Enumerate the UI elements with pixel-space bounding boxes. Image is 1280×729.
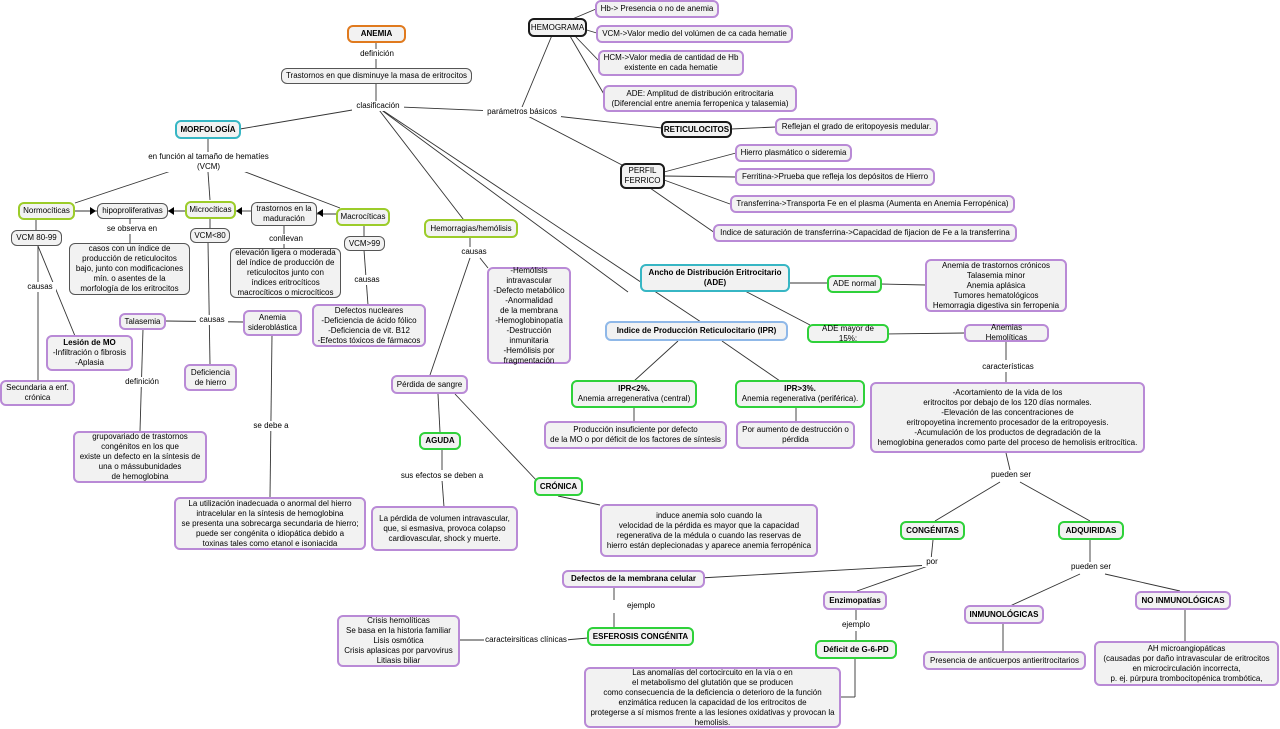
label-caracteristicas-clinicas: caracteirsiticas clínicas xyxy=(484,635,568,645)
node-produccion-insuficiente[interactable]: Producción insuficiente por defecto de l… xyxy=(544,421,727,449)
node-ade-normal[interactable]: ADE normal xyxy=(827,275,882,293)
node-aguda-def[interactable]: La pérdida de volumen intravascular, que… xyxy=(371,506,518,551)
node-vcm-def[interactable]: VCM->Valor medio del volúmen de ca cada … xyxy=(596,25,793,43)
node-presencia-anticuerpos[interactable]: Presencia de anticuerpos antieritrocitar… xyxy=(923,651,1086,670)
node-esferosis[interactable]: ESFEROSIS CONGÉNITA xyxy=(587,627,694,646)
label-parametros-basicos: parámetros básicos xyxy=(483,107,561,117)
node-morfologia[interactable]: MORFOLOGÍA xyxy=(175,120,241,139)
node-trastornos-maduracion[interactable]: trastornos en la maduración xyxy=(251,202,317,226)
node-no-inmunologicas[interactable]: NO INMUNOLÓGICAS xyxy=(1135,591,1231,610)
node-normociticas[interactable]: Normocíticas xyxy=(18,202,75,220)
node-lesion-mo[interactable]: Lesión de MO -Infiltración o fibrosis -A… xyxy=(46,335,133,371)
node-hipoproliferativas[interactable]: hipoproliferativas xyxy=(97,203,168,219)
node-perdida-sangre[interactable]: Pérdida de sangre xyxy=(391,375,468,394)
arrow-head-icon xyxy=(168,207,174,215)
node-vcm-80-99[interactable]: VCM 80-99 xyxy=(11,230,62,246)
node-talasemia[interactable]: Talasemia xyxy=(119,313,166,330)
ipr-gt3-body: Anemia regenerativa (periférica). xyxy=(741,394,859,403)
node-reticulocitos-def[interactable]: Reflejan el grado de eritopoyesis medula… xyxy=(775,118,938,136)
node-acortamiento[interactable]: -Acortamiento de la vida de los eritroci… xyxy=(870,382,1145,453)
label-caracteristicas: características xyxy=(979,362,1037,372)
node-vcm-gt99[interactable]: VCM>99 xyxy=(344,236,385,251)
node-adquiridas[interactable]: ADQUIRIDAS xyxy=(1058,521,1124,540)
node-ade-ancho[interactable]: Ancho de Distribución Eritrocitario (ADE… xyxy=(640,264,790,292)
node-microciticas[interactable]: Microcíticas xyxy=(185,201,236,219)
label-pueden-ser-1: pueden ser xyxy=(988,470,1034,480)
label-causas-4: causas xyxy=(458,247,490,257)
node-defectos-membrana[interactable]: Defectos de la membrana celular xyxy=(562,570,705,588)
node-anomalias-cortocircuito[interactable]: Las anomalías del cortocircuito en la ví… xyxy=(584,667,841,728)
arrow-head-icon xyxy=(90,207,96,215)
label-causas-3: causas xyxy=(351,275,383,285)
node-hierro-plasmatico[interactable]: Hierro plasmático o sideremia xyxy=(735,144,852,162)
node-anemias-hemoliticas[interactable]: Anemias Hemolíticas xyxy=(964,323,1049,342)
label-clasificacion: clasificación xyxy=(352,101,404,111)
node-elevacion-ligera[interactable]: elevación ligera o moderada del índice d… xyxy=(230,248,341,298)
node-utilizacion-inadecuada[interactable]: La utilización inadecuada o anormal del … xyxy=(174,497,366,550)
node-crisis-hemoliticas[interactable]: Crisis hemolíticas Se basa en la histori… xyxy=(337,615,460,667)
node-hcm-def[interactable]: HCM->Valor media de cantidad de Hb exist… xyxy=(598,50,744,76)
ipr-lt2-body: Anemia arregenerativa (central) xyxy=(577,394,691,403)
node-enzimopatias[interactable]: Enzimopatías xyxy=(823,591,887,610)
node-inmunologicas[interactable]: INMUNOLÓGICAS xyxy=(964,605,1044,624)
label-definicion: definición xyxy=(356,49,398,59)
label-sus-efectos: sus efectos se deben a xyxy=(398,471,486,481)
node-deficiencia-hierro[interactable]: Deficiencia de hierro xyxy=(184,364,237,391)
node-ipr-lt2[interactable]: IPR<2%. Anemia arregenerativa (central) xyxy=(571,380,697,408)
node-hb[interactable]: Hb-> Presencia o no de anemia xyxy=(595,0,719,18)
node-hemolisis-lista[interactable]: -Hemólisis intravascular -Defecto metabó… xyxy=(487,266,571,365)
node-casos-indice[interactable]: casos con un índice de producción de ret… xyxy=(69,243,190,295)
label-por: por xyxy=(922,557,942,567)
label-causas-1: causas xyxy=(24,282,56,292)
label-conllevan: conllevan xyxy=(264,234,308,244)
node-cronica-def[interactable]: induce anemia solo cuando la velocidad d… xyxy=(600,504,818,557)
label-pueden-ser-2: pueden ser xyxy=(1068,562,1114,572)
label-definicion-2: definición xyxy=(121,377,163,387)
node-transferrina[interactable]: Transferrina->Transporta Fe en el plasma… xyxy=(730,195,1015,213)
node-trastornos-masa[interactable]: Trastornos en que disminuye la masa de e… xyxy=(281,68,472,84)
node-hemograma[interactable]: HEMOGRAMA xyxy=(528,18,587,37)
node-ade-def[interactable]: ADE: Amplitud de distribución eritrocita… xyxy=(603,85,797,112)
arrow-head-icon xyxy=(317,209,323,217)
label-ejemplo-1: ejemplo xyxy=(623,601,659,611)
arrow-head-icon xyxy=(236,207,242,215)
label-causas-2: causas xyxy=(196,315,228,325)
node-perfil-ferrico[interactable]: PERFIL FERRICO xyxy=(620,163,665,189)
ipr-gt3-title: IPR>3%. xyxy=(784,384,816,393)
lesion-mo-body: -Infiltración o fibrosis -Aplasia xyxy=(52,348,127,367)
node-aumento-destruccion[interactable]: Por aumento de destrucción o pérdida xyxy=(736,421,855,449)
ipr-lt2-title: IPR<2%. xyxy=(618,384,650,393)
node-grupo-variado[interactable]: grupovariado de trastornos congénitos en… xyxy=(73,431,207,483)
node-reticulocitos[interactable]: RETICULOCITOS xyxy=(661,121,732,138)
label-se-debe-a: se debe a xyxy=(251,421,291,431)
label-ejemplo-2: ejemplo xyxy=(838,620,874,630)
node-defectos-nucleares[interactable]: Defectos nucleares -Deficiencia de ácido… xyxy=(312,304,426,347)
node-ah-micro[interactable]: AH microangiopáticas (causadas por daño … xyxy=(1094,641,1279,686)
node-deficit-g6pd[interactable]: Déficit de G-6-PD xyxy=(815,640,897,659)
node-congenitas[interactable]: CONGÉNITAS xyxy=(900,521,965,540)
node-ade-normal-lista[interactable]: Anemia de trastornos crónicos Talasemia … xyxy=(925,259,1067,312)
node-vcm-lt80[interactable]: VCM<80 xyxy=(190,228,230,243)
node-ferritina[interactable]: Ferritina->Prueba que refleja los depósi… xyxy=(735,168,935,186)
node-ipr[interactable]: Indice de Producción Reticulocitario (IP… xyxy=(605,321,788,341)
label-se-observa-en: se observa en xyxy=(102,224,162,234)
node-anemia-sideroblastica[interactable]: Anemia sideroblástica xyxy=(243,310,302,336)
node-secundaria[interactable]: Secundaria a enf. crónica xyxy=(0,380,75,406)
node-ipr-gt3[interactable]: IPR>3%. Anemia regenerativa (periférica)… xyxy=(735,380,865,408)
lesion-mo-title: Lesión de MO xyxy=(63,338,116,347)
node-hemorragias[interactable]: Hemorragias/hemólisis xyxy=(424,219,518,238)
node-indice-saturacion[interactable]: Indice de saturación de transferrina->Ca… xyxy=(713,224,1017,242)
node-aguda[interactable]: AGUDA xyxy=(419,432,461,450)
label-en-funcion: en función al tamaño de hematíes (VCM) xyxy=(140,152,277,172)
node-anemia[interactable]: ANEMIA xyxy=(347,25,406,43)
node-ade-mayor[interactable]: ADE mayor de 15%: xyxy=(807,324,889,343)
node-macrociticas[interactable]: Macrocíticas xyxy=(336,208,390,226)
node-cronica[interactable]: CRÓNICA xyxy=(534,477,583,496)
